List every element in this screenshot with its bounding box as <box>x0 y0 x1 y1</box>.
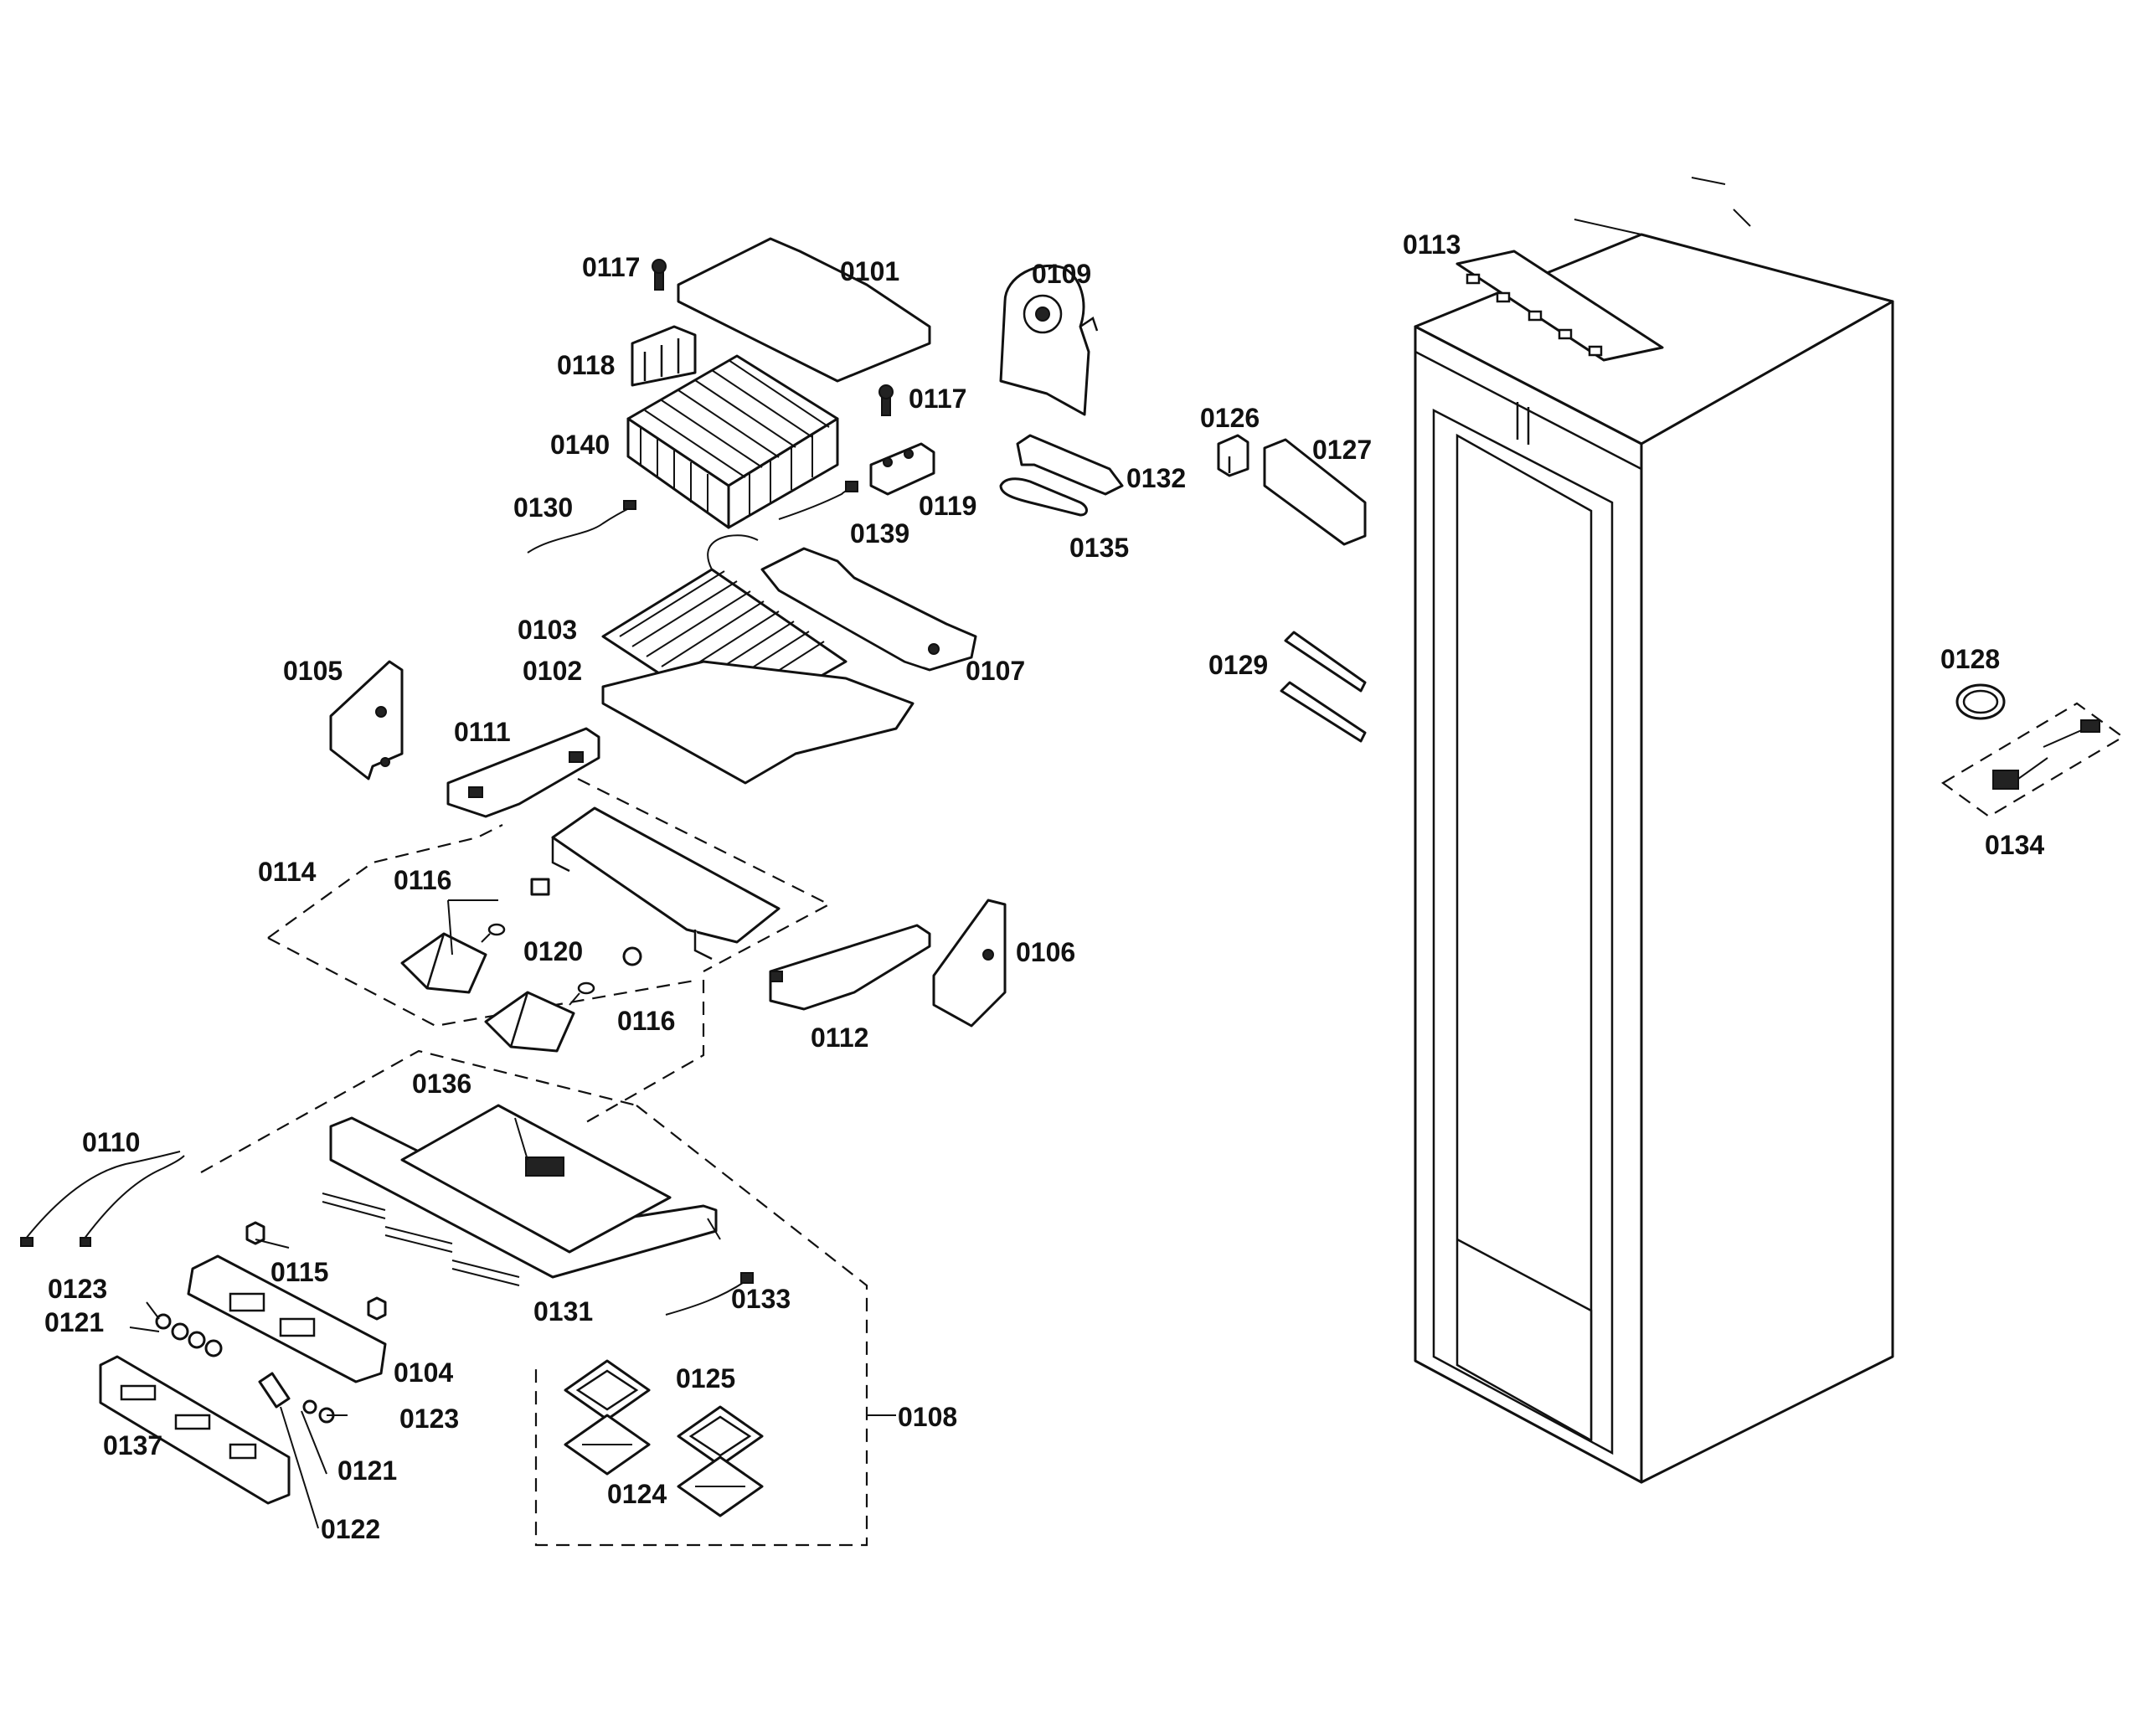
lamp-cover-upper <box>400 932 487 994</box>
label-0103: 0103 <box>518 615 577 645</box>
label-0111: 0111 <box>454 717 511 747</box>
gasket-lower-right <box>677 1455 764 1517</box>
label-0113: 0113 <box>1403 229 1461 260</box>
evaporator-cover <box>677 237 931 383</box>
label-0114: 0114 <box>258 857 317 887</box>
evaporator-bracket <box>631 325 697 387</box>
side-bracket-left <box>329 660 404 780</box>
label-0108: 0108 <box>898 1402 957 1432</box>
label-0134: 0134 <box>1985 830 2044 860</box>
label-0112: 0112 <box>811 1023 868 1053</box>
label-0129: 0129 <box>1208 650 1268 680</box>
label-0109: 0109 <box>1032 259 1091 289</box>
side-bracket-right <box>932 899 1007 1028</box>
knob-lower <box>367 1296 387 1321</box>
door-handle-lower <box>999 477 1088 517</box>
lamp-socket <box>1941 702 2125 818</box>
lamp-ring <box>1955 683 2006 720</box>
selector-switch <box>258 1372 291 1409</box>
sensor-wire-right <box>778 481 858 520</box>
label-0115: 0115 <box>270 1257 328 1287</box>
label-0116-upper: 0116 <box>394 865 451 895</box>
label-0123-upper: 0123 <box>48 1274 107 1304</box>
door-handle-upper <box>1016 434 1124 496</box>
control-strips <box>322 1193 520 1286</box>
label-0107: 0107 <box>966 656 1025 686</box>
label-0140: 0140 <box>550 430 610 460</box>
lamp-socket-lower <box>622 946 642 966</box>
label-0130: 0130 <box>513 492 573 523</box>
power-cord <box>20 1151 185 1247</box>
light-switch <box>1217 434 1249 477</box>
label-0124: 0124 <box>607 1479 667 1509</box>
label-0136: 0136 <box>412 1069 471 1099</box>
lamp-socket-upper <box>530 878 550 896</box>
cabinet-housing <box>1414 177 1894 1484</box>
screw-top <box>652 259 667 291</box>
trim-strip-upper <box>1284 631 1367 693</box>
label-0121-upper: 0121 <box>44 1307 104 1337</box>
label-0126: 0126 <box>1200 403 1260 433</box>
lamp-cover-lower <box>484 991 575 1053</box>
label-0133: 0133 <box>731 1284 791 1314</box>
trim-strip-lower <box>1280 681 1367 743</box>
control-mount <box>329 1104 718 1279</box>
screw-mid <box>878 384 894 416</box>
label-0121-lower: 0121 <box>337 1455 397 1486</box>
evaporator-clip <box>869 442 935 496</box>
light-rail <box>551 806 781 961</box>
label-0131: 0131 <box>533 1296 593 1326</box>
lamp-bulb-upper <box>481 923 506 943</box>
thermostat-wire <box>665 1272 754 1316</box>
label-0137: 0137 <box>103 1430 162 1460</box>
callout-leaders <box>129 899 721 1529</box>
label-0128: 0128 <box>1940 644 2000 674</box>
control-group-outline <box>200 1049 896 1547</box>
label-0118: 0118 <box>557 350 615 380</box>
label-0106: 0106 <box>1016 937 1075 967</box>
drip-tray <box>601 660 915 785</box>
label-0139: 0139 <box>850 518 909 549</box>
gasket-upper-right <box>677 1405 764 1467</box>
thermostat-housing-left <box>446 727 600 818</box>
knob-upper <box>245 1221 265 1245</box>
light-cover <box>1263 438 1367 546</box>
label-0135: 0135 <box>1069 533 1129 563</box>
label-0110: 0110 <box>82 1127 140 1157</box>
label-0105: 0105 <box>283 656 343 686</box>
evaporator-coil <box>626 354 839 529</box>
label-0116-lower: 0116 <box>617 1006 675 1036</box>
label-0117-lower: 0117 <box>909 384 966 414</box>
gasket-upper-left <box>564 1359 651 1421</box>
air-duct <box>760 547 977 672</box>
label-0123-lower: 0123 <box>399 1404 459 1434</box>
top-control-strip <box>1455 250 1664 362</box>
gasket-lower-left <box>564 1414 651 1476</box>
sensor-wire-left <box>527 500 636 554</box>
label-0127: 0127 <box>1312 435 1372 465</box>
label-0102: 0102 <box>523 656 582 686</box>
control-faceplate <box>99 1355 291 1505</box>
label-0117-upper: 0117 <box>582 252 640 282</box>
label-0125: 0125 <box>676 1363 735 1393</box>
label-0119: 0119 <box>919 491 976 521</box>
control-panel <box>187 1254 387 1383</box>
label-0122: 0122 <box>321 1514 380 1544</box>
label-0101: 0101 <box>840 256 899 286</box>
light-assembly-group <box>267 778 832 1123</box>
label-0104: 0104 <box>394 1357 453 1388</box>
label-0132: 0132 <box>1126 463 1186 493</box>
thermostat-housing-right <box>769 924 931 1011</box>
lamp-bulb-lower <box>569 981 595 1006</box>
label-0120: 0120 <box>523 936 583 966</box>
evaporator-fan <box>999 264 1099 416</box>
